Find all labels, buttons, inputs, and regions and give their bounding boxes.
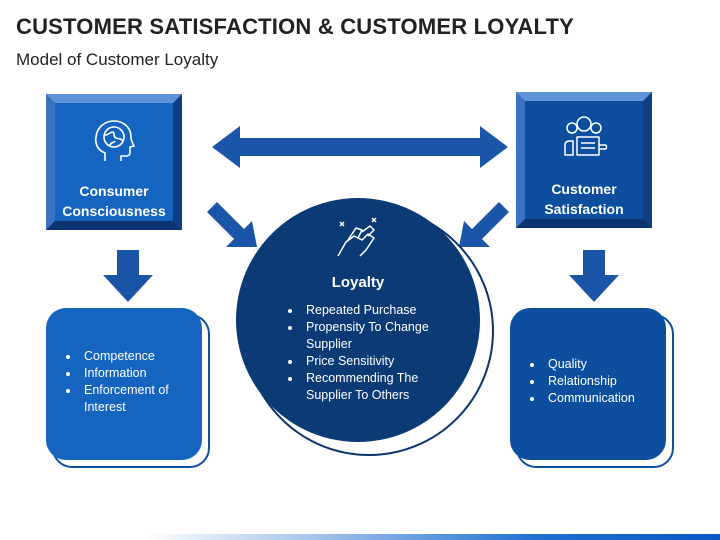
list-item: Propensity To Change Supplier: [302, 319, 452, 353]
list-item: Price Sensitivity: [302, 353, 452, 370]
list-item: Information: [80, 365, 202, 382]
page-subtitle: Model of Customer Loyalty: [16, 50, 219, 69]
list-item: Communication: [544, 390, 666, 407]
list-item: Repeated Purchase: [302, 302, 452, 319]
consumer-consciousness-list: Competence Information Enforcement of In…: [46, 308, 202, 416]
page-title: CUSTOMER SATISFACTION & CUSTOMER LOYALTY: [16, 14, 575, 39]
diagonal-arrow-left: [207, 202, 257, 247]
list-item: Enforcement of Interest: [80, 382, 202, 416]
customer-satisfaction-box: Customer Satisfaction: [516, 92, 652, 228]
consumer-consciousness-box: Consumer Consciousness: [46, 94, 182, 230]
down-arrow-right: [569, 250, 619, 302]
head-globe-icon: [55, 117, 173, 165]
list-item: Relationship: [544, 373, 666, 390]
loyalty-list: Repeated Purchase Propensity To Change S…: [280, 302, 452, 404]
double-arrow-horizontal: [212, 126, 508, 168]
consumer-consciousness-card: Competence Information Enforcement of In…: [46, 308, 202, 460]
customer-satisfaction-label: Customer Satisfaction: [544, 181, 624, 217]
list-item: Competence: [80, 348, 202, 365]
loyalty-label: Loyalty: [331, 274, 385, 291]
customer-feedback-icon: [525, 115, 643, 163]
consumer-consciousness-label: Consumer Consciousness: [62, 183, 166, 219]
list-item: Recommending The Supplier To Others: [302, 370, 452, 404]
handshake-icon: [236, 214, 480, 262]
footer-gradient-bar: [0, 534, 720, 540]
customer-satisfaction-list: Quality Relationship Communication: [510, 308, 666, 407]
customer-satisfaction-card: Quality Relationship Communication: [510, 308, 666, 460]
list-item: Quality: [544, 356, 666, 373]
diagonal-arrow-right: [459, 202, 509, 247]
down-arrow-left: [103, 250, 153, 302]
loyalty-circle: Loyalty Repeated Purchase Propensity To …: [236, 198, 480, 442]
